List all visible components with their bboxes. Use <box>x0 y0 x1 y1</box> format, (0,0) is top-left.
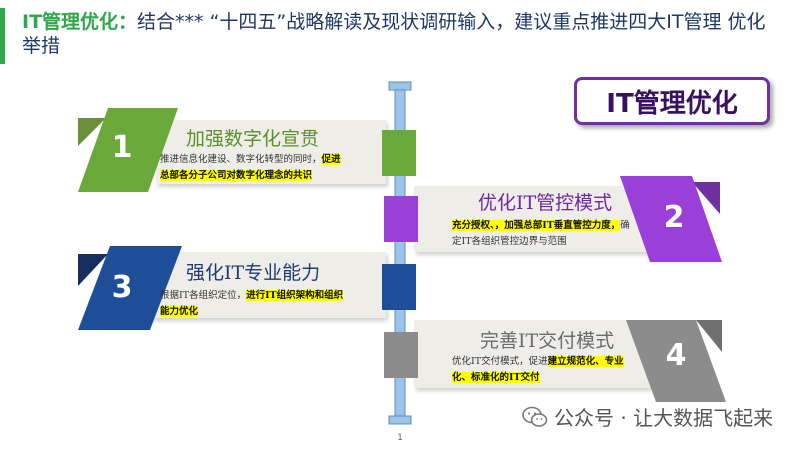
page-number: 1 <box>397 433 403 443</box>
initiative-2-heading: 优化IT管控模式 <box>478 192 613 214</box>
initiative-4-body-text: 优化IT交付模式，促进 <box>452 356 548 367</box>
initiative-4-connector <box>384 332 418 378</box>
initiative-3-body-text: 根据IT各组织定位， <box>160 290 247 301</box>
watermark: 公众号 · 让大数据飞起来 <box>522 402 773 431</box>
initiative-4-number: 4 <box>665 338 687 373</box>
initiative-3-body: 根据IT各组织定位，进行IT组织架构和组织能力优化 <box>160 288 348 320</box>
it-management-badge: IT管理优化 <box>574 77 770 125</box>
initiative-4-heading: 完善IT交付模式 <box>480 330 615 352</box>
initiative-1-body-text: 推进信息化建设、数字化转型的同时， <box>160 154 322 165</box>
badge-label: IT管理优化 <box>606 88 738 119</box>
initiative-1-heading: 加强数字化宣贯 <box>186 128 320 150</box>
title-text: 结合*** “十四五”战略解读及现状调研输入，建议重点推进四大IT管理 优化举措 <box>22 11 766 57</box>
initiative-3-parallelogram <box>78 246 182 330</box>
watermark-text: 公众号 · 让大数据飞起来 <box>554 406 774 430</box>
initiative-3-heading: 强化IT专业能力 <box>186 262 321 284</box>
title-accent-bar <box>0 8 5 64</box>
initiative-2-parallelogram <box>620 176 722 262</box>
initiative-1-body: 推进信息化建设、数字化转型的同时，促进总部各分子公司对数字化理念的共识 <box>160 152 346 184</box>
initiative-3-connector <box>382 264 416 310</box>
initiative-4-parallelogram <box>626 320 726 402</box>
initiative-2-number: 2 <box>663 200 685 235</box>
initiative-4-body: 优化IT交付模式，促进建立规范化、专业化、标准化的IT交付 <box>452 354 638 386</box>
initiative-1-number: 1 <box>111 130 133 165</box>
initiative-2-plate <box>414 186 650 252</box>
initiative-2-body: 充分授权、，加强总部IT垂直管控力度，确定IT各组织管控边界与范围 <box>452 218 632 250</box>
initiative-1-connector <box>382 130 416 176</box>
page-title: IT管理优化：结合*** “十四五”战略解读及现状调研输入，建议重点推进四大IT… <box>22 10 782 58</box>
initiative-1-parallelogram <box>78 108 178 192</box>
title-prefix: IT管理优化： <box>22 11 138 33</box>
initiative-2-connector <box>384 196 418 242</box>
initiative-2-body-highlight: 充分授权、，加强总部IT垂直管控力度， <box>452 220 621 231</box>
initiative-2-body-text: 确定IT各组织管控边界与范围 <box>452 220 630 247</box>
initiative-3-number: 3 <box>111 270 133 305</box>
wechat-icon <box>522 406 548 427</box>
